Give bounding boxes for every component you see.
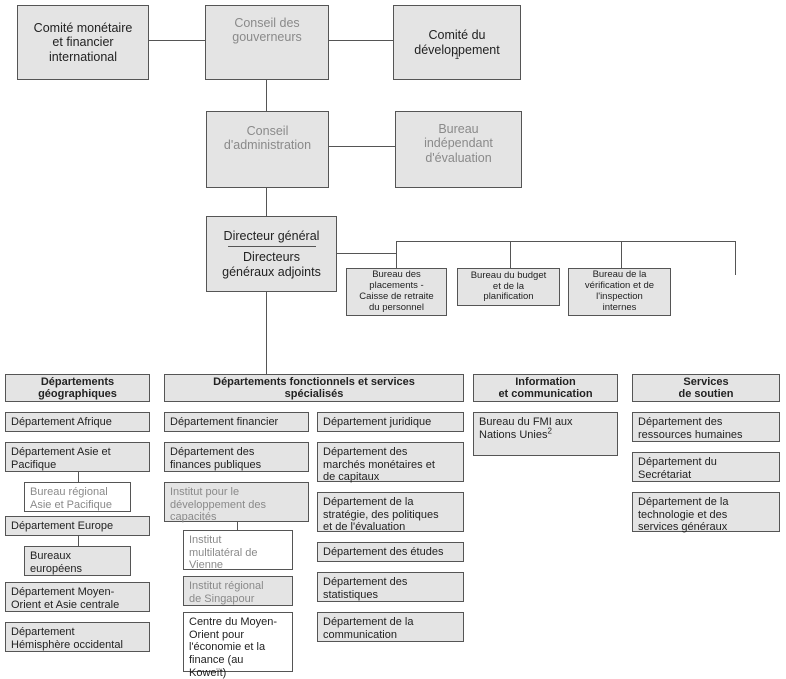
func-etudes[interactable]: Département des études	[317, 542, 464, 562]
directeurs-adjoints-label: Directeurs généraux adjoints	[222, 250, 321, 279]
conseil-administration-box[interactable]: Conseil d'administration	[206, 111, 329, 188]
comite-developpement-label: Comité du développement	[414, 28, 500, 57]
connector-offices-stem	[396, 241, 397, 254]
connector-office-4	[735, 241, 736, 275]
info-bureau-nations-unies[interactable]: Bureau du FMI aux Nations Unies2	[473, 412, 618, 456]
func-header: Départements fonctionnels et services sp…	[164, 374, 464, 402]
info-header: Information et communication	[473, 374, 618, 402]
geo-afrique[interactable]: Département Afrique	[5, 412, 150, 432]
conseil-gouverneurs-box[interactable]: Conseil des gouverneurs	[205, 5, 329, 80]
connector-directeur-offices	[337, 253, 396, 254]
connector-office-3	[621, 241, 622, 268]
connector-gouverneurs-developpement	[329, 40, 393, 41]
func-centre-moyen-orient[interactable]: Centre du Moyen- Orient pour l'économie …	[183, 612, 293, 679]
geo-europe[interactable]: Département Europe	[5, 516, 150, 536]
geo-bureau-regional-asie[interactable]: Bureau régional Asie et Pacifique	[24, 482, 131, 512]
geo-moyen-orient[interactable]: Département Moyen- Orient et Asie centra…	[5, 582, 150, 612]
support-technologie[interactable]: Département de la technologie et des ser…	[632, 492, 780, 533]
func-finances-publiques[interactable]: Département des finances publiques	[164, 442, 309, 472]
geo-asie-pacifique[interactable]: Département Asie et Pacifique	[5, 442, 150, 472]
info-bureau-label: Bureau du FMI aux Nations Unies	[479, 416, 573, 441]
geo-hemisphere-occidental[interactable]: Département Hémisphère occidental	[5, 622, 150, 652]
connector-europe-bureaux	[78, 536, 79, 546]
geo-bureaux-europeens[interactable]: Bureaux européens	[24, 546, 131, 576]
func-institut-vienne[interactable]: Institut multilatéral de Vienne	[183, 530, 293, 571]
connector-office-1	[396, 254, 397, 268]
office-budget[interactable]: Bureau du budget et de la planification	[457, 268, 560, 306]
connector-office-2	[510, 241, 511, 268]
connector-administration-directeur	[266, 188, 267, 216]
func-institut-capacites[interactable]: Institut pour le développement des capac…	[164, 482, 309, 523]
office-placements[interactable]: Bureau des placements - Caisse de retrai…	[346, 268, 447, 316]
support-ressources-humaines[interactable]: Département des ressources humaines	[632, 412, 780, 442]
func-marches-monetaires[interactable]: Département des marchés monétaires et de…	[317, 442, 464, 483]
connector-cmfi-gouverneurs	[149, 40, 205, 41]
support-secretariat[interactable]: Département du Secrétariat	[632, 452, 780, 482]
connector-institut-sub	[237, 522, 238, 530]
directeur-divider	[227, 246, 316, 248]
func-financier[interactable]: Département financier	[164, 412, 309, 432]
connector-administration-evaluation	[329, 146, 395, 147]
office-verification[interactable]: Bureau de la vérification et de l'inspec…	[568, 268, 671, 316]
connector-directeur-departments	[266, 292, 267, 374]
bureau-evaluation-box[interactable]: Bureau indépendant d'évaluation	[395, 111, 522, 188]
func-juridique[interactable]: Département juridique	[317, 412, 464, 432]
directeur-general-box[interactable]: Directeur général Directeurs généraux ad…	[206, 216, 337, 292]
func-communication[interactable]: Département de la communication	[317, 612, 464, 642]
func-statistiques[interactable]: Département des statistiques	[317, 572, 464, 602]
info-bureau-footnote: 2	[547, 425, 552, 435]
connector-gouverneurs-administration	[266, 80, 267, 111]
func-institut-singapour[interactable]: Institut régional de Singapour	[183, 576, 293, 606]
cmfi-box[interactable]: Comité monétaire et financier internatio…	[17, 5, 149, 80]
support-header: Services de soutien	[632, 374, 780, 402]
directeur-general-label: Directeur général	[223, 228, 320, 243]
connector-offices-bar	[396, 241, 736, 242]
connector-asie-bureau	[78, 472, 79, 482]
func-strategie[interactable]: Département de la stratégie, des politiq…	[317, 492, 464, 533]
geo-header: Départements géographiques	[5, 374, 150, 402]
